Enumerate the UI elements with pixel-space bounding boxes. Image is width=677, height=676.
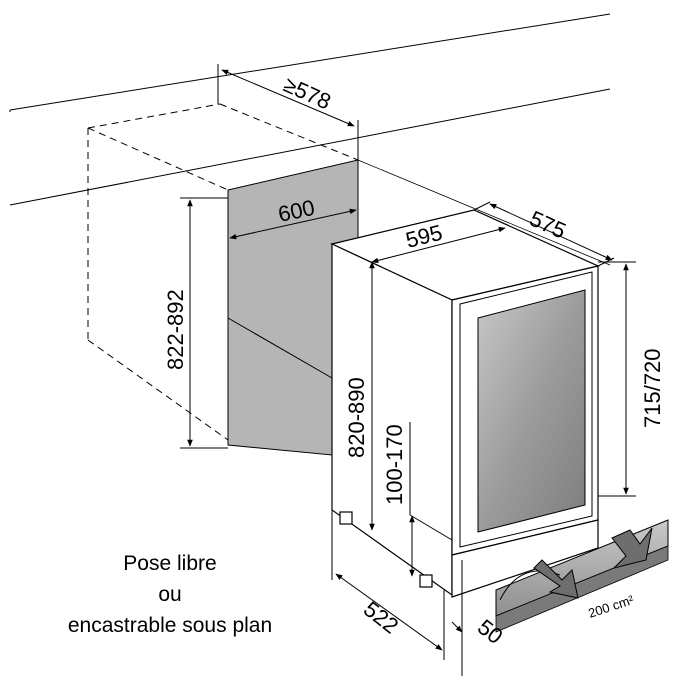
installation-caption: Pose libre ou encastrable sous plan	[0, 548, 340, 641]
dim-niche-height: 822-892	[163, 289, 188, 370]
ventilation-area-label: 200 cm²	[586, 592, 636, 621]
air-in-arrow	[611, 527, 653, 569]
dim-niche-depth: ≥578	[280, 72, 335, 115]
dimension-lines	[180, 64, 636, 676]
dim-unit-height: 820-890	[344, 377, 369, 458]
door-glass	[477, 289, 586, 533]
dim-unit-depth-bottom: 522	[359, 596, 403, 638]
caption-line-2: ou	[158, 583, 182, 606]
airflow-arrows	[533, 527, 653, 599]
air-out-arrow	[533, 559, 579, 599]
caption-line-1: Pose libre	[123, 552, 217, 575]
dim-plinth-height: 100-170	[382, 424, 407, 505]
countertop	[9, 13, 611, 206]
caption-line-3: encastrable sous plan	[67, 614, 273, 637]
dim-door-height: 715/720	[640, 348, 665, 428]
